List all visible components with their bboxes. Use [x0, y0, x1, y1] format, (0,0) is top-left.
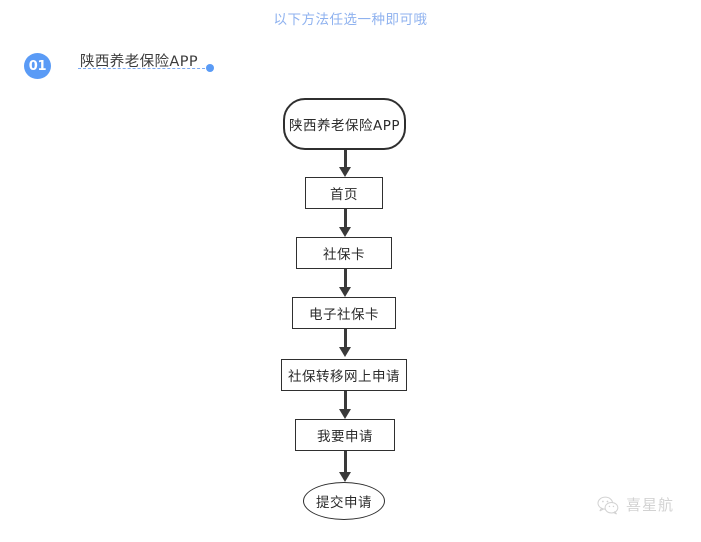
- step-label: 陕西养老保险APP: [80, 54, 199, 70]
- step-underline-dot: [206, 64, 214, 72]
- flow-node-transfer-online-application[interactable]: 社保转移网上申请: [281, 359, 407, 391]
- flow-node-homepage[interactable]: 首页: [305, 177, 383, 209]
- flow-node-social-security-card[interactable]: 社保卡: [296, 237, 392, 269]
- step-number-badge: 01: [24, 53, 51, 79]
- page-title: 以下方法任选一种即可哦: [273, 12, 428, 28]
- flow-node-app-entry[interactable]: 陕西养老保险APP: [283, 98, 406, 150]
- wechat-icon: [597, 496, 619, 515]
- flow-node-apply[interactable]: 我要申请: [295, 419, 395, 451]
- step-underline-decoration: [78, 68, 210, 69]
- flow-node-electronic-card[interactable]: 电子社保卡: [292, 297, 396, 329]
- watermark: 喜星航: [597, 494, 674, 515]
- watermark-text: 喜星航: [626, 496, 675, 514]
- flow-node-submit-application[interactable]: 提交申请: [303, 482, 385, 520]
